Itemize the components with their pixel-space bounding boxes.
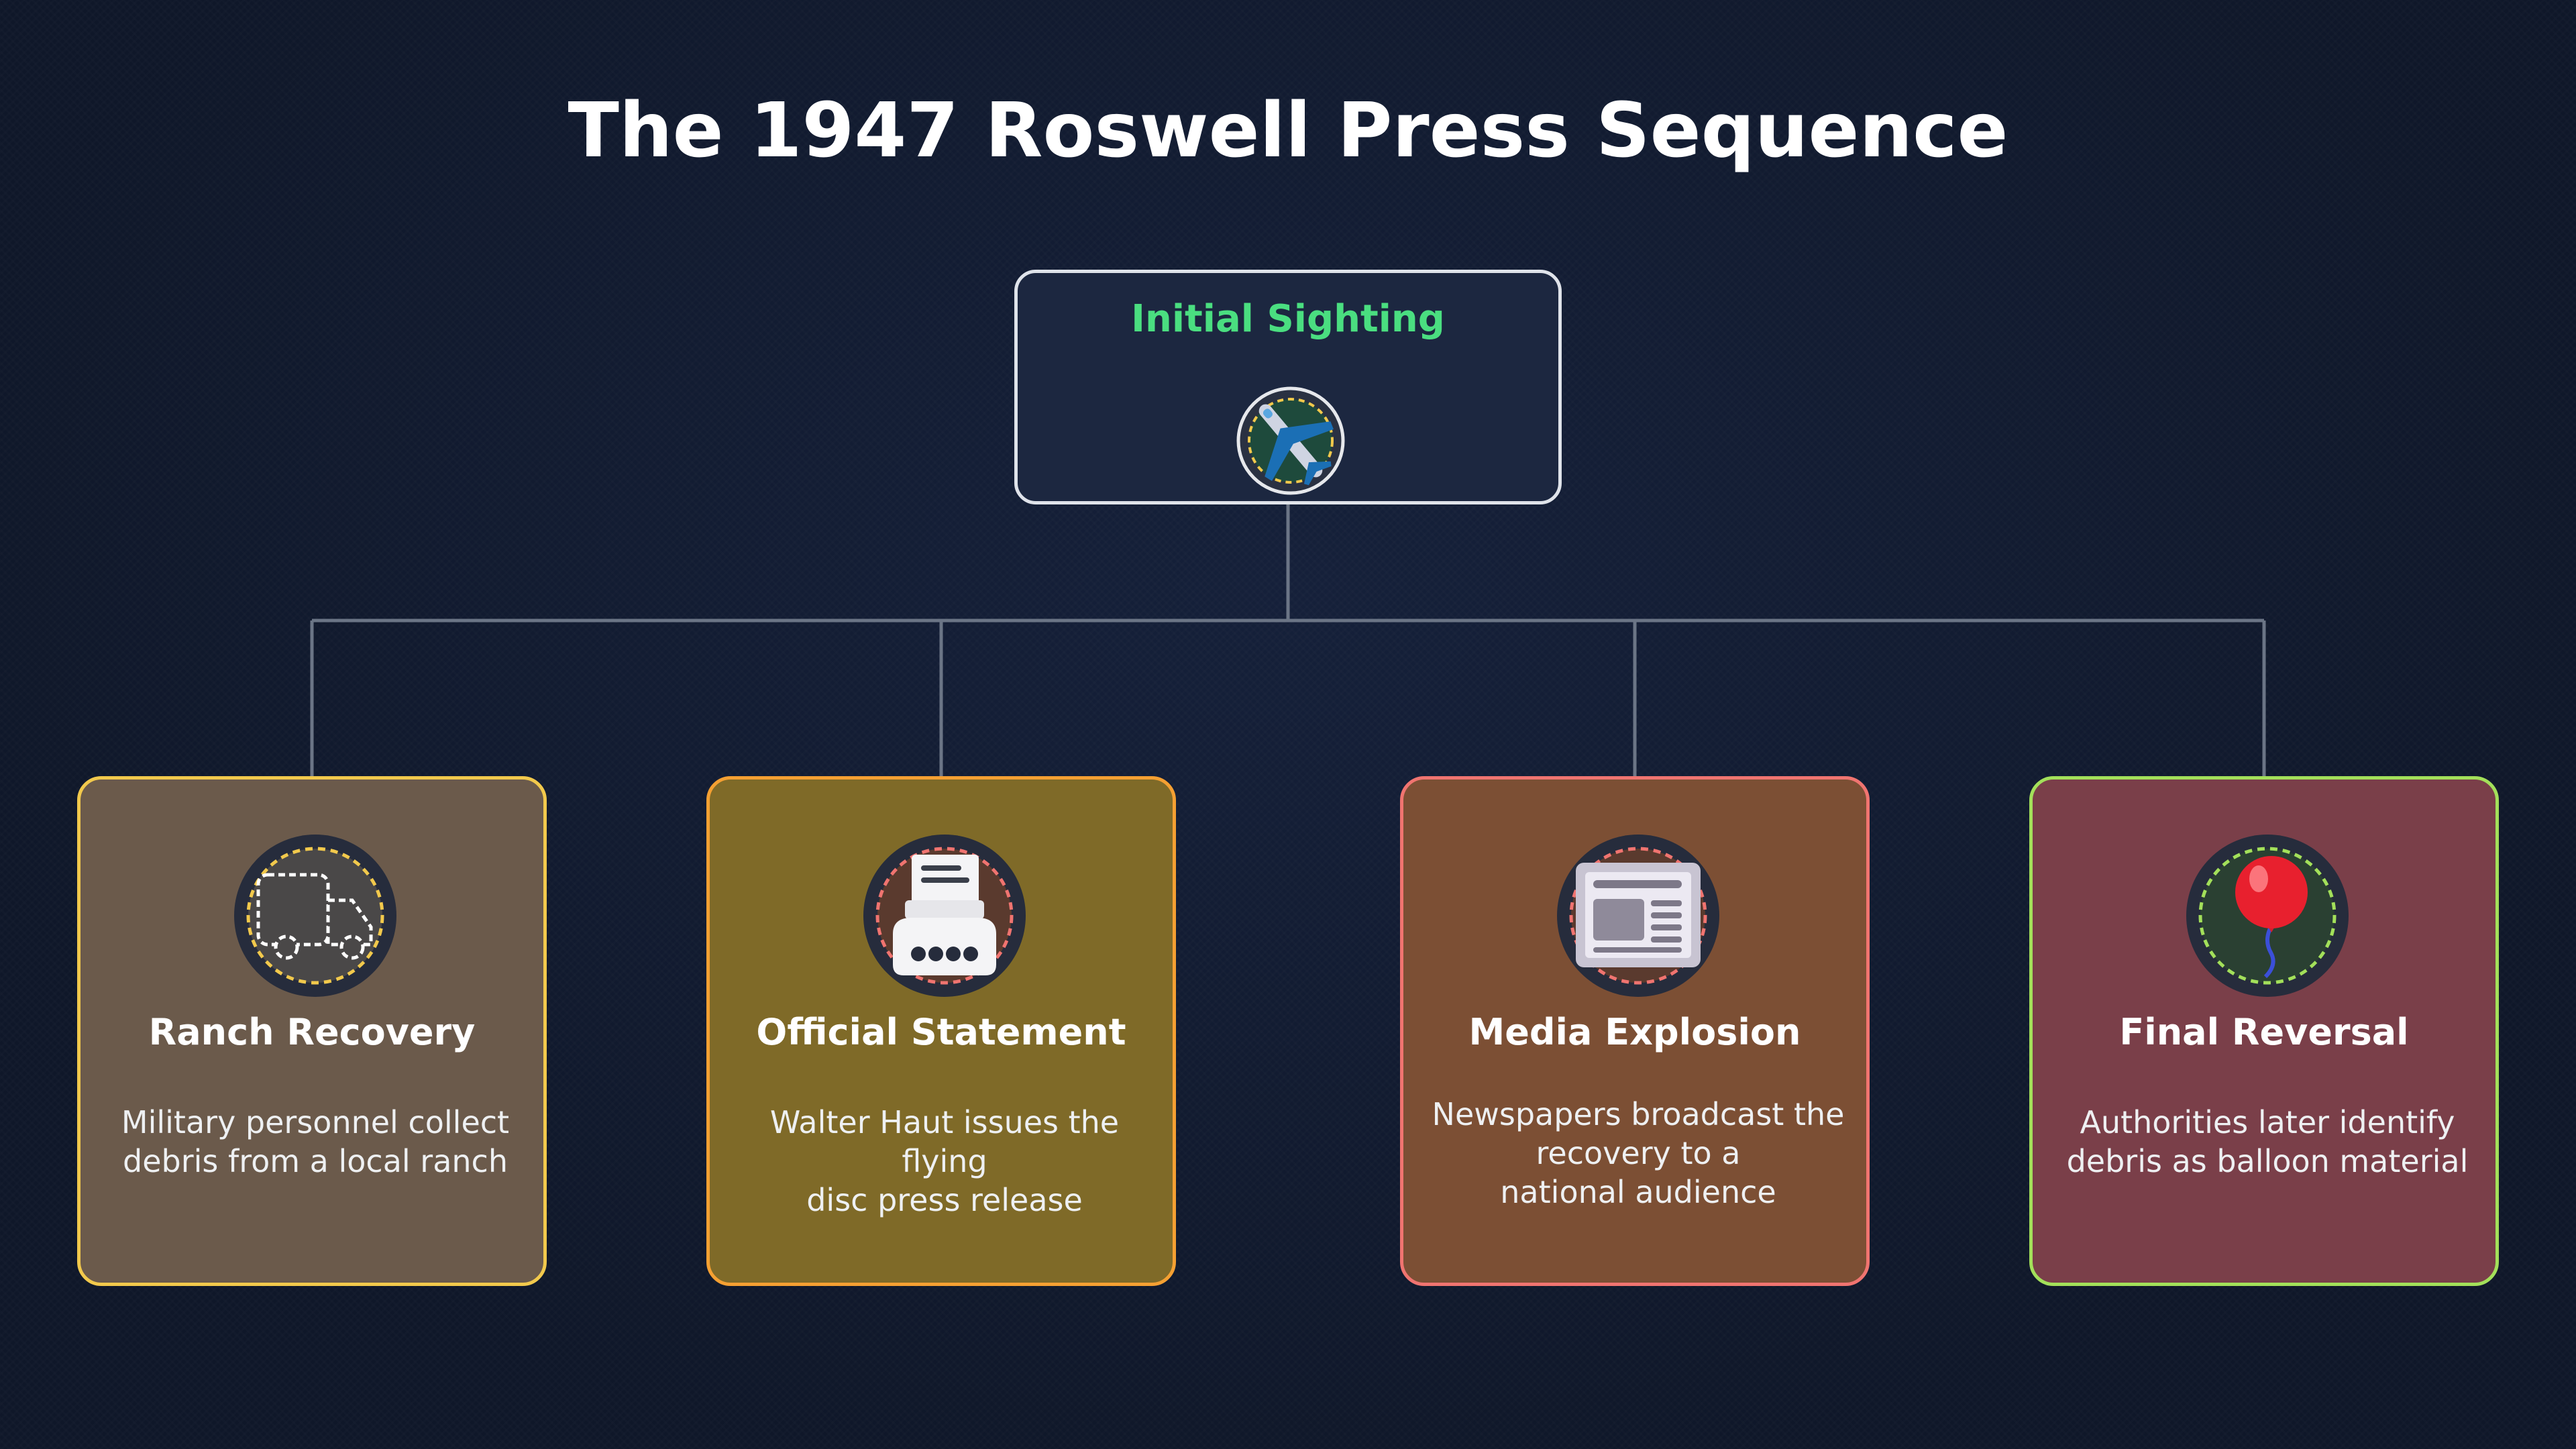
step-title: Final Reversal <box>2119 1011 2409 1053</box>
step-card-final-reversal: Final Reversal Authorities later identif… <box>2029 776 2499 1286</box>
step-description: Newspapers broadcast the recovery to a n… <box>1424 1095 1853 1212</box>
step-description: Walter Haut issues the flying disc press… <box>730 1103 1159 1220</box>
step-description-line: Newspapers broadcast the <box>1432 1096 1845 1132</box>
truck-icon <box>234 835 396 997</box>
step-description-line: Authorities later identify <box>2080 1104 2455 1140</box>
step-description-line: debris as balloon material <box>2066 1143 2469 1179</box>
step-description-line: disc press release <box>806 1182 1083 1218</box>
diagram-title: The 1947 Roswell Press Sequence <box>568 87 2008 174</box>
step-title: Media Explosion <box>1468 1011 1801 1053</box>
step-card-official-statement: Official Statement Walter Haut issues th… <box>706 776 1176 1286</box>
step-description-line: Military personnel collect <box>121 1104 510 1140</box>
balloon-icon <box>2186 835 2349 997</box>
step-description: Authorities later identify debris as bal… <box>2053 1103 2482 1181</box>
step-title: Official Statement <box>756 1011 1126 1053</box>
step-card-ranch-recovery: Ranch Recovery Military personnel collec… <box>77 776 547 1286</box>
step-description: Military personnel collect debris from a… <box>101 1103 530 1181</box>
step-card-media-explosion: Media Explosion Newspapers broadcast the… <box>1400 776 1870 1286</box>
step-description-line: Walter Haut issues the flying <box>769 1104 1120 1179</box>
airplane-icon <box>1236 386 1345 495</box>
newspaper-icon <box>1557 835 1719 997</box>
step-title: Ranch Recovery <box>148 1011 476 1053</box>
root-node-label: Initial Sighting <box>1131 297 1445 341</box>
root-node-initial-sighting: Initial Sighting <box>1014 270 1562 504</box>
step-description-line: debris from a local ranch <box>123 1143 508 1179</box>
typewriter-icon <box>863 835 1026 997</box>
step-description-line: national audience <box>1500 1174 1776 1210</box>
step-description-line: recovery to a <box>1536 1135 1741 1171</box>
